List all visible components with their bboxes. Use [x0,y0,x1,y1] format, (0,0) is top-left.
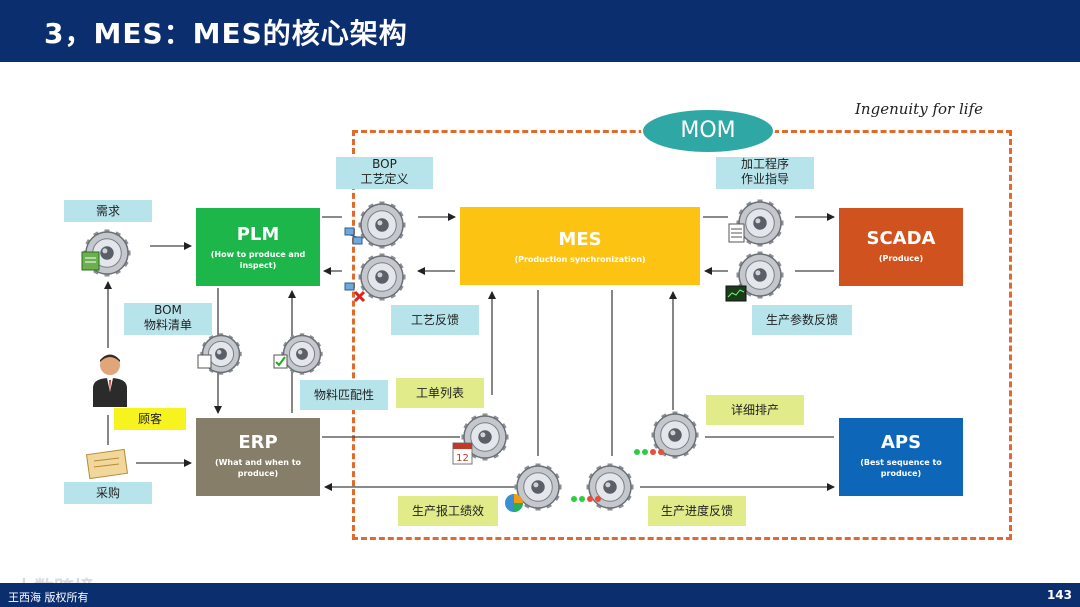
plm-box: PLM (How to produce and inspect) [196,208,320,286]
gear-icon [651,411,699,459]
mes-box: MES (Production synchronization) [460,207,700,285]
detailed-schedule-label: 详细排产 [706,395,804,425]
purchase-label: 采购 [64,482,152,504]
bop-label: BOP 工艺定义 [336,157,433,189]
gear-icon [358,201,406,249]
mom-label: MOM [641,108,775,154]
work-order-list-label: 工单列表 [396,378,484,408]
network-error-icon [344,282,366,303]
mes-title: MES [558,229,602,250]
material-match-label: 物料匹配性 [300,380,388,410]
gear-icon [736,251,784,299]
footer-bar: 王西海 版权所有 143 [0,583,1080,607]
aps-subtitle: (Best sequence to produce) [860,458,942,478]
aps-box: APS (Best sequence to produce) [839,418,963,496]
calendar-icon: 12 [452,442,473,465]
author-credit: 王西海 版权所有 [8,591,89,604]
bom-label-line2: 物料清单 [143,318,192,332]
slide-title: 3，MES：MES的核心架构 [44,17,408,50]
work-report-label: 生产报工绩效 [398,496,498,526]
checkbox-empty-icon [197,354,212,369]
bom-label: BOM 物料清单 [124,303,212,335]
brand-slogan: Ingenuity for life [855,100,983,118]
gear-icon [736,199,784,247]
gear-icon [586,463,634,511]
instruction-sheet-icon [728,223,745,243]
scada-box: SCADA (Produce) [839,208,963,286]
scada-subtitle: (Produce) [878,254,924,263]
gear-icon [358,253,406,301]
customer-person-icon [93,354,127,407]
bop-label-line2: 工艺定义 [360,172,409,186]
pie-chart-icon [505,494,523,512]
instruction-label: 加工程序 作业指导 [716,157,814,189]
progress-dots-icon [571,496,601,502]
document-icon [81,251,100,271]
erp-subtitle: (What and when to produce) [214,458,302,478]
gear-icon [514,463,562,511]
page-number: 143 [1046,588,1072,602]
svg-text:12: 12 [456,453,469,464]
gear-icon [281,333,323,375]
certificate-icon [85,448,129,480]
network-icon [344,227,363,245]
plm-subtitle: (How to produce and inspect) [210,250,306,270]
erp-title: ERP [238,432,278,453]
aps-title: APS [880,432,922,453]
schedule-dots-icon [634,449,664,455]
gear-icon [200,333,242,375]
scada-title: SCADA [866,228,936,249]
param-feedback-label: 生产参数反馈 [752,305,852,335]
plm-title: PLM [236,224,280,245]
customer-label: 顾客 [114,408,186,430]
process-feedback-label: 工艺反馈 [391,305,479,335]
progress-feedback-label: 生产进度反馈 [648,496,746,526]
checkbox-checked-icon [273,354,288,369]
demand-label: 需求 [64,200,152,222]
instruction-label-line2: 作业指导 [740,172,789,186]
mes-subtitle: (Production synchronization) [514,255,646,264]
bom-label-line1: BOM [154,303,182,317]
bop-label-line1: BOP [372,157,397,171]
monitor-chart-icon [725,285,747,302]
header-bar: 3，MES：MES的核心架构 [0,0,1080,62]
erp-box: ERP (What and when to produce) [196,418,320,496]
instruction-label-line1: 加工程序 [740,157,789,171]
